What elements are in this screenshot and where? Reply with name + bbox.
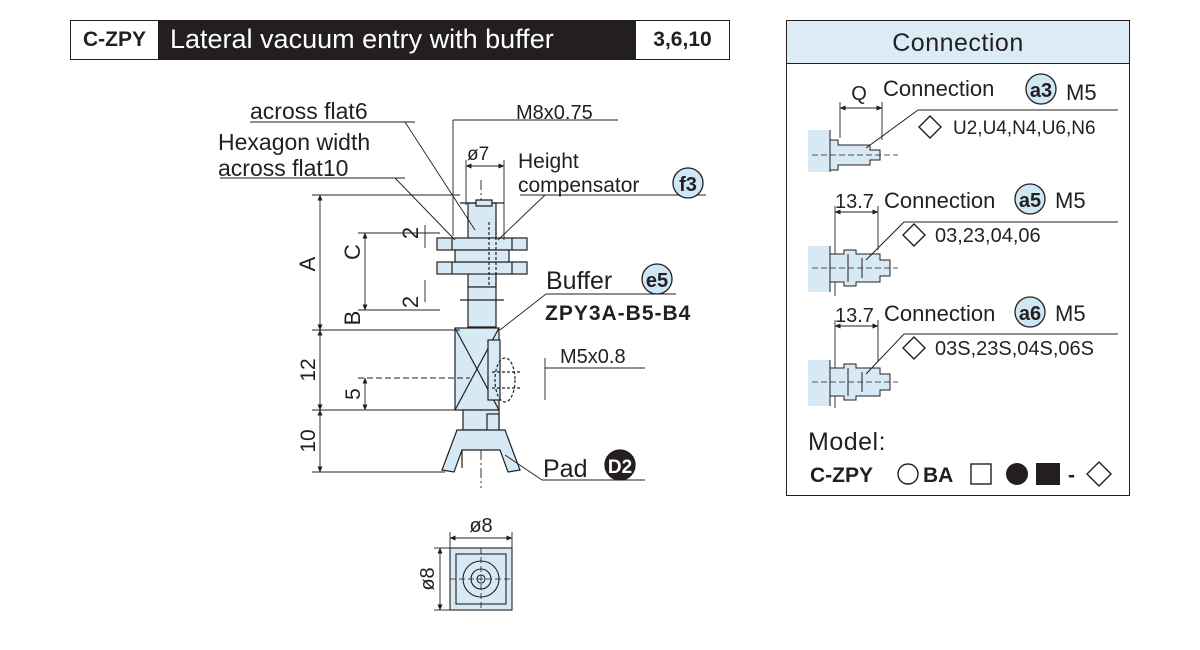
left-dimensions — [312, 119, 618, 473]
model-code-label: C-ZPY — [70, 20, 158, 60]
badge-a6: a6 — [1014, 296, 1046, 328]
option-diamond-icon — [902, 336, 926, 360]
dim-label-2-mid: 2 — [398, 296, 423, 308]
label-height: Height — [518, 150, 579, 173]
model-label: Model: — [808, 428, 886, 456]
connection-panel-title: Connection — [787, 21, 1129, 64]
dim-label-B: B — [340, 311, 365, 326]
label-hexagon-width: Hexagon width — [218, 129, 370, 155]
connection-a3-thread: M5 — [1066, 80, 1097, 105]
svg-text:a5: a5 — [1019, 190, 1041, 212]
connection-a5-thread: M5 — [1055, 188, 1086, 213]
connection-a6-dim: 13.7 — [835, 305, 874, 327]
option-diamond-icon — [902, 223, 926, 247]
connection-a3-label: Connection — [883, 76, 994, 101]
filled-square-icon — [1036, 463, 1060, 485]
dim-label-12: 12 — [297, 358, 320, 381]
label-thread-top: M8x0.75 — [516, 102, 593, 124]
connection-a3-dim: Q — [851, 83, 867, 105]
connection-a5-label: Connection — [884, 188, 995, 213]
option-diamond-icon — [918, 115, 942, 139]
header-rule — [70, 59, 730, 60]
lateral-port — [494, 357, 516, 403]
connection-a3-drawing — [808, 102, 1118, 172]
svg-text:D2: D2 — [608, 457, 632, 478]
model-code-ba: BA — [923, 464, 953, 487]
badge-e5: e5 — [641, 263, 673, 295]
main-assembly-drawing — [436, 180, 528, 488]
filled-circle-icon — [1006, 463, 1028, 485]
bottom-dim-width: ø8 — [469, 515, 492, 537]
badge-d2: D2 — [604, 449, 636, 481]
connection-a3-options: U2,U4,N4,U6,N6 — [953, 118, 1096, 139]
label-buffer: Buffer — [546, 267, 612, 295]
hex-nut-top — [436, 237, 528, 251]
badge-a3: a3 — [1025, 73, 1057, 105]
svg-text:e5: e5 — [646, 270, 668, 292]
badge-f3: f3 — [672, 167, 704, 199]
model-code-prefix: C-ZPY — [810, 464, 873, 487]
leader-lines — [220, 121, 706, 481]
connection-a6-options: 03S,23S,04S,06S — [935, 338, 1094, 360]
label-pad: Pad — [543, 455, 587, 483]
dim-label-5: 5 — [342, 388, 365, 400]
svg-text:f3: f3 — [679, 174, 697, 196]
connection-a5-dim: 13.7 — [835, 191, 874, 213]
label-across-flat10: across flat10 — [218, 155, 348, 181]
svg-text:a3: a3 — [1030, 80, 1052, 102]
suction-pad — [441, 429, 521, 473]
label-thread-side: M5x0.8 — [560, 346, 626, 368]
model-diamond-icon — [1086, 461, 1112, 487]
hex-nut-bottom — [436, 261, 528, 275]
connection-a6-drawing — [808, 320, 1118, 408]
model-code-dash: - — [1068, 464, 1075, 487]
product-description-title: Lateral vacuum entry with buffer — [158, 20, 636, 60]
connection-a6-thread: M5 — [1055, 301, 1086, 326]
bottom-dim-height: ø8 — [417, 567, 439, 590]
buffer-part-number: ZPY3A-B5-B4 — [545, 302, 691, 325]
dim-label-2-top: 2 — [398, 227, 423, 239]
pad-bottom-view — [434, 532, 513, 611]
dim-label-A: A — [295, 256, 320, 271]
label-dia7: ø7 — [467, 144, 489, 165]
label-compensator: compensator — [518, 174, 639, 197]
svg-text:a6: a6 — [1019, 303, 1041, 325]
connection-a5-drawing — [808, 206, 1118, 296]
dim-label-C: C — [340, 244, 365, 260]
pad-sizes-label: 3,6,10 — [636, 20, 730, 60]
connection-a5-options: 03,23,04,06 — [935, 225, 1041, 247]
size-circle-icon — [897, 463, 919, 485]
dim-label-10: 10 — [297, 429, 320, 452]
badge-a5: a5 — [1014, 183, 1046, 215]
connection-a6-label: Connection — [884, 301, 995, 326]
option-square-outline-icon — [970, 463, 992, 485]
label-across-flat6: across flat6 — [250, 98, 368, 124]
